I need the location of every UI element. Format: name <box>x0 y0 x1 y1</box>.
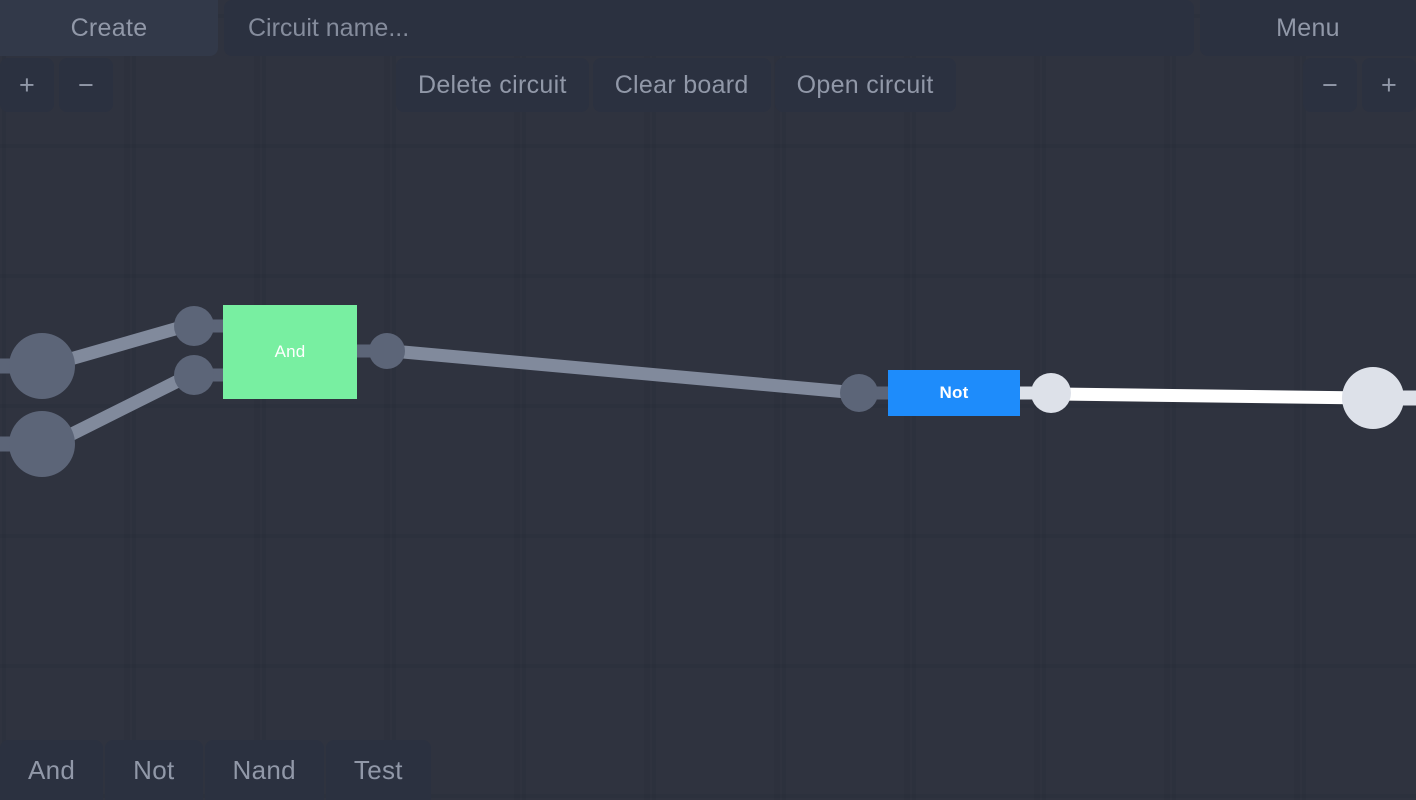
not-gate[interactable]: Not <box>888 370 1020 416</box>
palette-item-and[interactable]: And <box>0 740 104 800</box>
and-output[interactable] <box>369 333 405 369</box>
and-input-2[interactable] <box>174 355 214 395</box>
zoom-controls-left: + − <box>0 58 113 112</box>
not-input[interactable] <box>840 374 878 412</box>
not-gate-label: Not <box>939 383 969 402</box>
secondary-toolbar: + − Delete circuit Clear board Open circ… <box>0 58 1416 112</box>
delete-circuit-button[interactable]: Delete circuit <box>396 58 589 112</box>
zoom-out-button-left[interactable]: − <box>59 58 113 112</box>
gate-palette: And Not Nand Test <box>0 740 431 800</box>
palette-item-test[interactable]: Test <box>325 740 431 800</box>
palette-item-nand[interactable]: Nand <box>204 740 324 800</box>
input-node-a[interactable] <box>9 333 75 399</box>
circuit-actions: Delete circuit Clear board Open circuit <box>396 58 956 112</box>
create-button[interactable]: Create <box>0 0 218 56</box>
zoom-in-button-left[interactable]: + <box>0 58 54 112</box>
not-output[interactable] <box>1031 373 1071 413</box>
output-node[interactable] <box>1342 367 1404 429</box>
and-input-1[interactable] <box>174 306 214 346</box>
and-gate[interactable]: And <box>223 305 357 399</box>
palette-item-not[interactable]: Not <box>105 740 203 800</box>
circuit-name-input[interactable] <box>224 0 1194 56</box>
input-node-b[interactable] <box>9 411 75 477</box>
top-toolbar: Create Menu <box>0 0 1416 56</box>
zoom-in-button-right[interactable]: + <box>1362 58 1416 112</box>
menu-button[interactable]: Menu <box>1200 0 1416 56</box>
zoom-out-button-right[interactable]: − <box>1303 58 1357 112</box>
open-circuit-button[interactable]: Open circuit <box>774 58 956 112</box>
zoom-controls-right: − + <box>1303 58 1416 112</box>
and-gate-label: And <box>274 342 306 361</box>
clear-board-button[interactable]: Clear board <box>592 58 771 112</box>
